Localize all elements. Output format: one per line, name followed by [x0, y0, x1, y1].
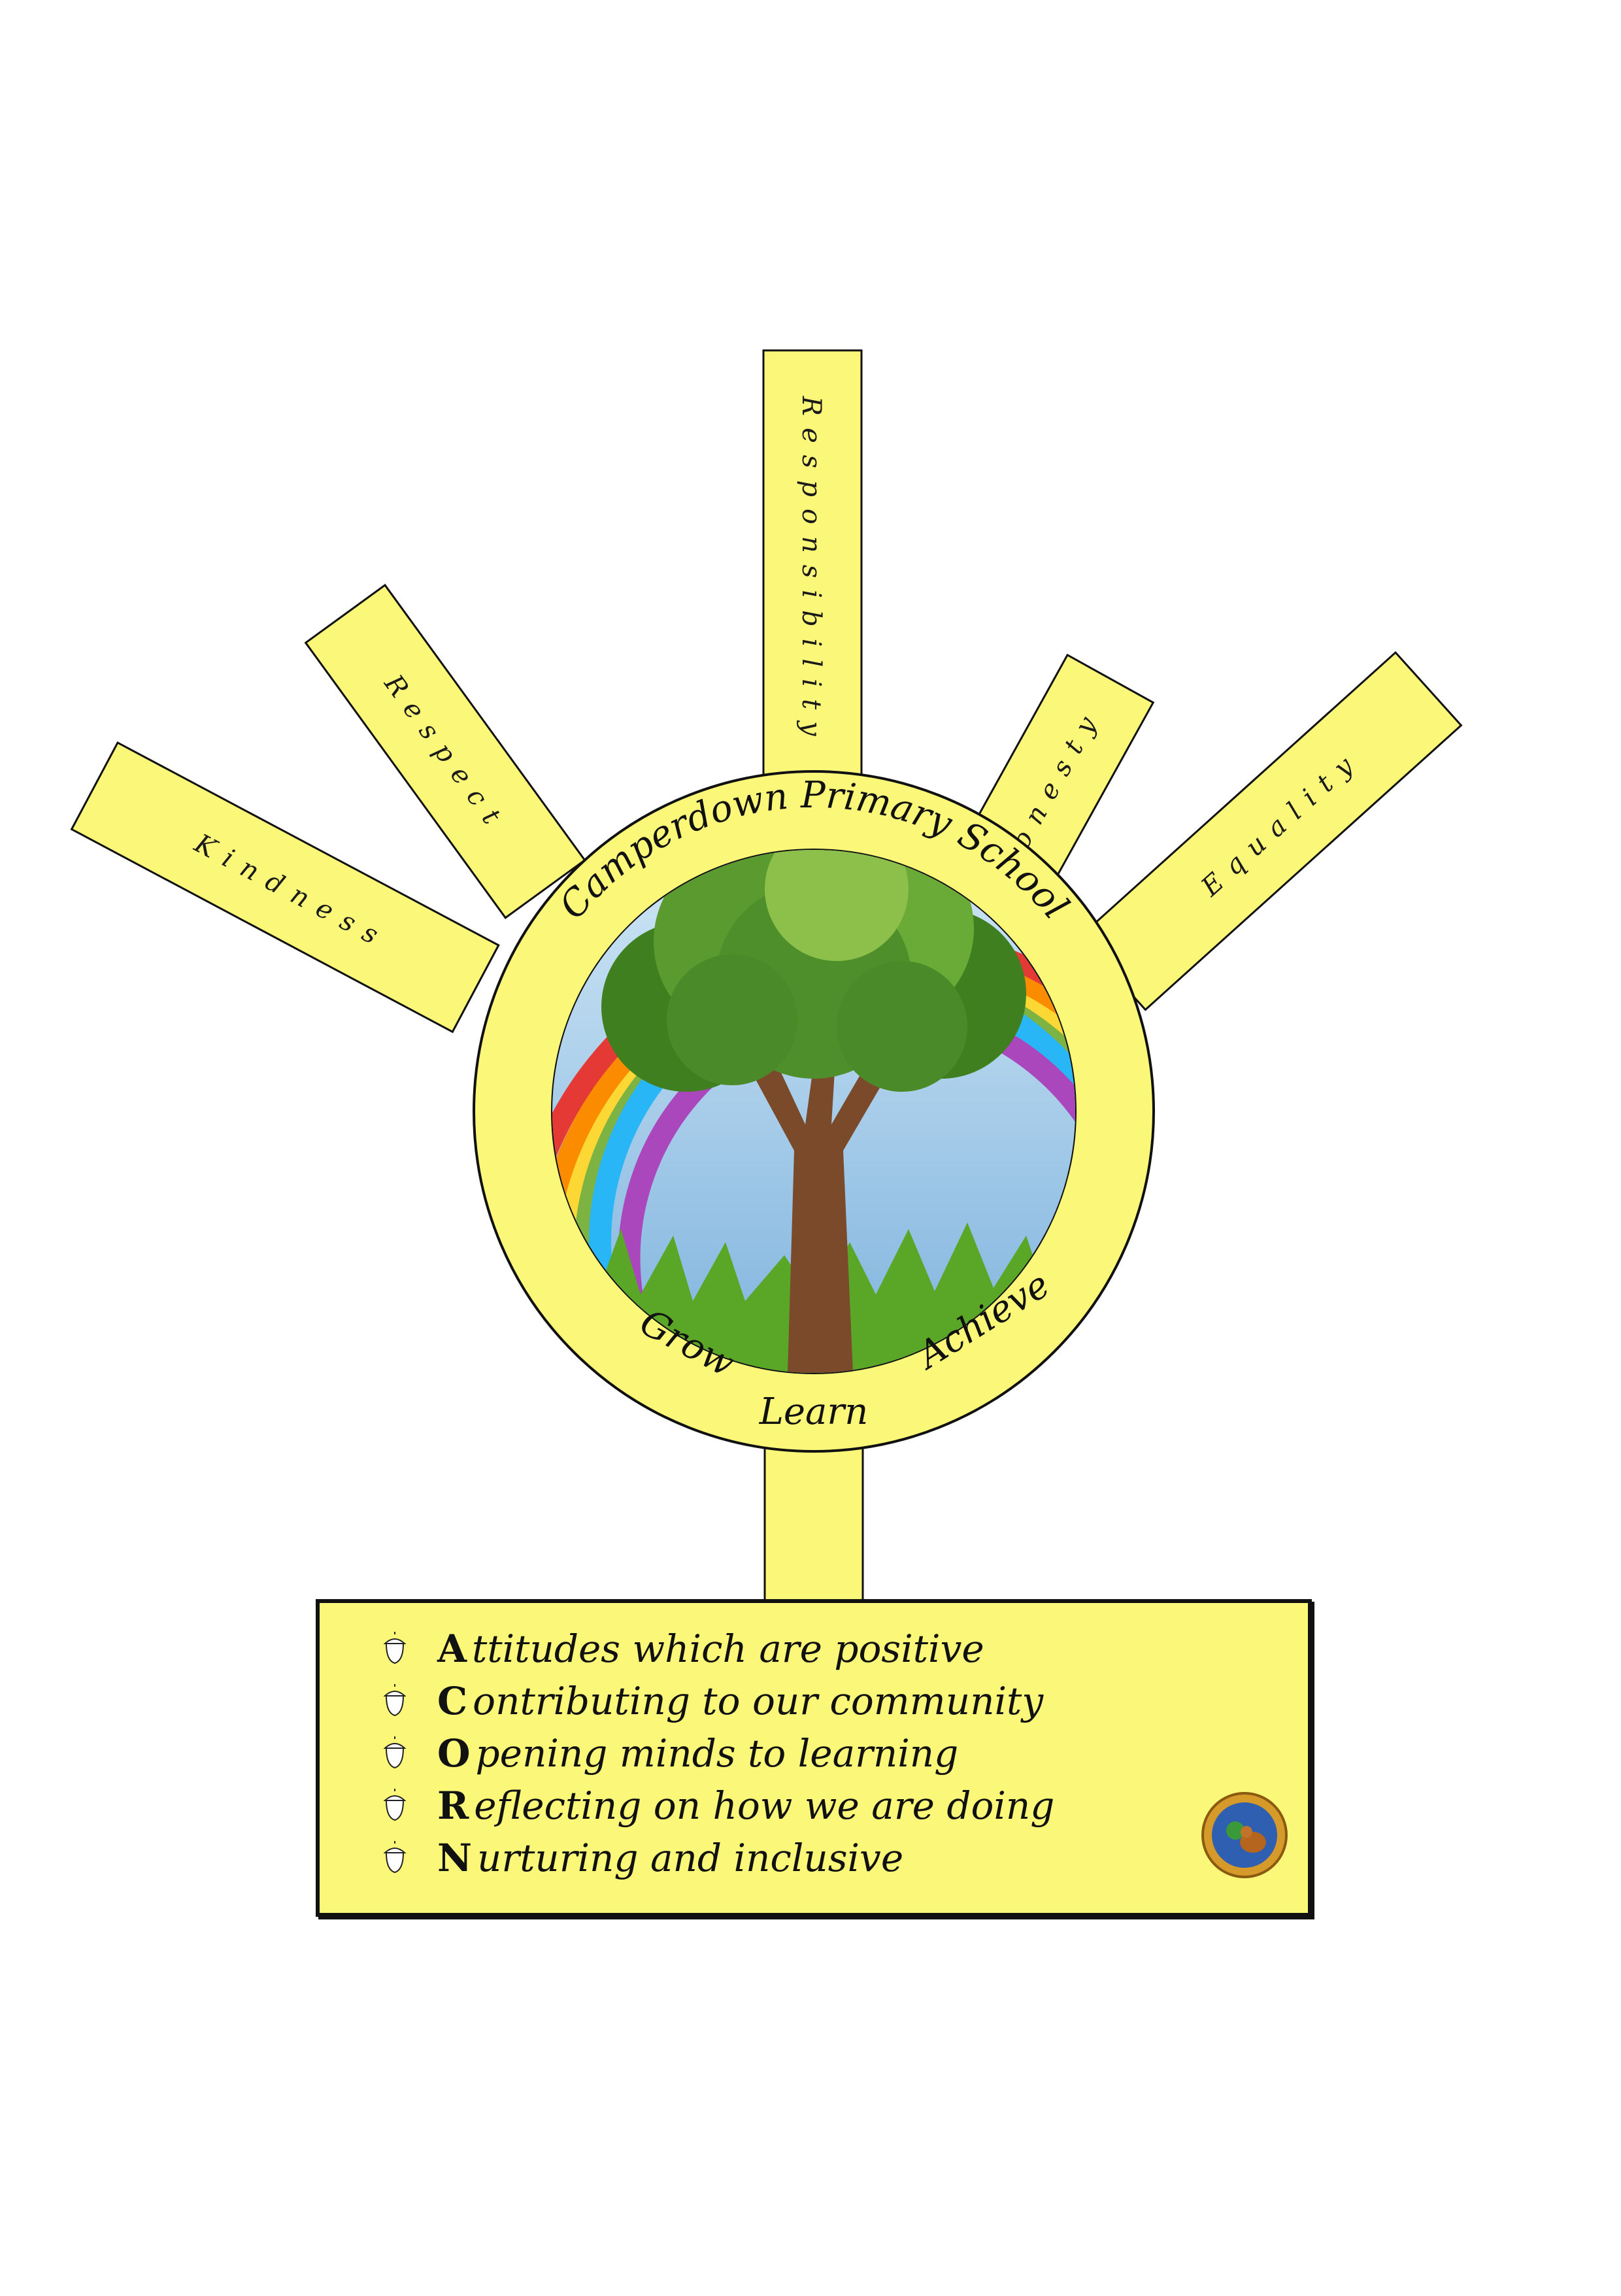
acorn-text: eflecting on how we are doing — [474, 1783, 1055, 1828]
school-badge-icon — [1201, 1792, 1288, 1878]
acorn-letter: R — [437, 1783, 469, 1828]
acorn-icon — [383, 1789, 407, 1821]
acorn-text: ttitudes which are positive — [472, 1627, 984, 1671]
acorn-text: pening minds to learning — [475, 1731, 959, 1776]
acorn-item: N urturing and inclusive — [382, 1832, 1054, 1884]
grass — [552, 1223, 1075, 1373]
acorn-item: O pening minds to learning — [382, 1727, 1054, 1780]
acorn-item: C ontributing to our community — [382, 1675, 1054, 1727]
acorn-item: A ttitudes which are positive — [382, 1623, 1054, 1675]
acorn-panel: A ttitudes which are positive C ontribut… — [316, 1599, 1312, 1917]
stem — [763, 1443, 864, 1606]
acorn-icon — [383, 1736, 407, 1769]
acorn-icon — [383, 1684, 407, 1717]
ray-responsibility: Responsibility — [762, 349, 863, 836]
acorn-list: A ttitudes which are positive C ontribut… — [382, 1623, 1054, 1884]
acorn-text: ontributing to our community — [473, 1679, 1044, 1723]
tree-trunk — [752, 1039, 889, 1373]
acorn-letter: O — [437, 1731, 471, 1776]
acorn-item: R eflecting on how we are doing — [382, 1780, 1054, 1832]
tree-foliage — [601, 850, 1026, 1092]
acorn-text: urturing and inclusive — [477, 1836, 904, 1880]
ray-responsibility-label: Responsibility — [796, 396, 826, 748]
acorn-icon — [383, 1632, 407, 1664]
acorn-icon — [383, 1841, 407, 1874]
acorn-letter: N — [437, 1836, 473, 1880]
acorn-letter: A — [437, 1627, 467, 1671]
motto-learn: Learn — [759, 1391, 869, 1433]
acorn-letter: C — [437, 1679, 468, 1723]
